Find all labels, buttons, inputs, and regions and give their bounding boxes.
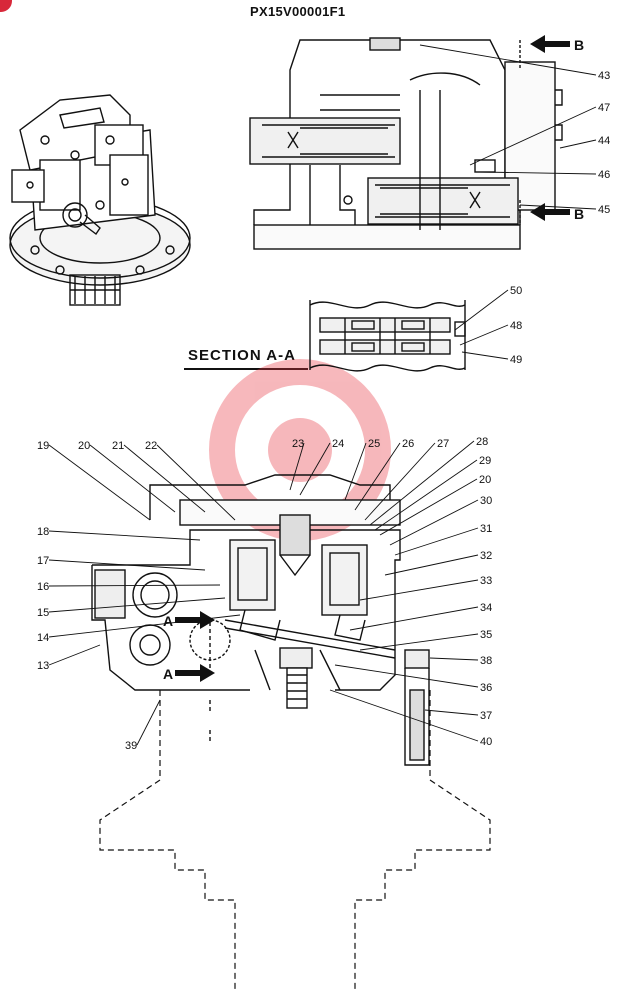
callout-label-44: 44 bbox=[598, 135, 610, 147]
callout-label-23: 23 bbox=[292, 438, 304, 450]
svg-text:B: B bbox=[574, 206, 584, 222]
callout-label-49: 49 bbox=[510, 354, 522, 366]
leader-line-36 bbox=[334, 664, 479, 688]
callout-label-18: 18 bbox=[37, 526, 49, 538]
callout-label-21: 21 bbox=[112, 440, 124, 452]
callout-label-34: 34 bbox=[480, 602, 492, 614]
leader-line-15 bbox=[48, 597, 226, 613]
top-section-view bbox=[249, 37, 563, 250]
callout-label-36: 36 bbox=[480, 682, 492, 694]
callout-label-38: 38 bbox=[480, 655, 492, 667]
leader-line-29 bbox=[374, 459, 478, 531]
callout-label-37: 37 bbox=[480, 710, 492, 722]
leader-line-26 bbox=[354, 442, 401, 511]
leader-line-46 bbox=[479, 171, 597, 175]
leader-line-31 bbox=[394, 527, 479, 556]
document-id: PX15V00001F1 bbox=[250, 4, 346, 19]
section-underline bbox=[184, 368, 308, 370]
main-cross-section bbox=[91, 474, 430, 766]
leader-lines bbox=[48, 44, 597, 746]
leader-line-47 bbox=[469, 106, 597, 166]
callout-label-40: 40 bbox=[480, 736, 492, 748]
callout-label-26: 26 bbox=[402, 438, 414, 450]
leader-line-34 bbox=[349, 606, 479, 631]
callout-label-48: 48 bbox=[510, 320, 522, 332]
callout-label-22: 22 bbox=[145, 440, 157, 452]
leader-line-16 bbox=[48, 584, 221, 587]
dashed-gearbox-outline bbox=[99, 690, 491, 990]
callout-label-45: 45 bbox=[598, 204, 610, 216]
callout-label-28: 28 bbox=[476, 436, 488, 448]
leader-line-17 bbox=[48, 559, 206, 571]
leader-line-44 bbox=[559, 139, 597, 149]
motor-isometric-view bbox=[9, 94, 191, 306]
leader-line-45 bbox=[519, 204, 597, 210]
callout-label-35: 35 bbox=[480, 629, 492, 641]
svg-text:B: B bbox=[574, 37, 584, 53]
callout-label-13: 13 bbox=[37, 660, 49, 672]
callout-label-29: 29 bbox=[479, 455, 491, 467]
leader-line-30 bbox=[389, 499, 479, 546]
leader-line-43 bbox=[419, 44, 597, 76]
leader-line-23 bbox=[289, 442, 305, 491]
callout-label-43: 43 bbox=[598, 70, 610, 82]
svg-text:A: A bbox=[163, 613, 173, 629]
callout-label-31: 31 bbox=[480, 523, 492, 535]
leader-line-19 bbox=[48, 444, 151, 521]
section-label: SECTION A-A bbox=[188, 347, 296, 364]
leader-line-38 bbox=[429, 657, 479, 661]
leader-line-22 bbox=[156, 444, 236, 521]
leader-line-14 bbox=[48, 614, 241, 638]
section-arrow-a-bottom: A bbox=[163, 664, 215, 682]
section-a-a-view bbox=[309, 300, 466, 372]
leader-line-21 bbox=[123, 444, 206, 513]
leader-line-20a bbox=[89, 444, 176, 513]
callout-label-25: 25 bbox=[368, 438, 380, 450]
leader-line-27 bbox=[364, 442, 436, 521]
callout-label-50: 50 bbox=[510, 285, 522, 297]
callout-label-14: 14 bbox=[37, 632, 49, 644]
callout-label-19: 19 bbox=[37, 440, 49, 452]
callout-label-30: 30 bbox=[480, 495, 492, 507]
leader-line-20b bbox=[379, 478, 478, 536]
leader-line-39 bbox=[136, 699, 161, 746]
callout-label-15: 15 bbox=[37, 607, 49, 619]
callout-label-33: 33 bbox=[480, 575, 492, 587]
leader-line-33 bbox=[359, 579, 479, 601]
leader-line-24 bbox=[299, 442, 331, 496]
leader-line-32 bbox=[384, 554, 479, 576]
callout-label-16: 16 bbox=[37, 581, 49, 593]
leader-line-25 bbox=[344, 442, 367, 501]
callout-label-20b: 20 bbox=[479, 474, 491, 486]
leader-line-18 bbox=[48, 530, 201, 541]
callout-label-46: 46 bbox=[598, 169, 610, 181]
callout-label-32: 32 bbox=[480, 550, 492, 562]
section-arrow-a-top: A bbox=[163, 611, 215, 629]
leader-line-13 bbox=[48, 644, 101, 666]
callout-label-17: 17 bbox=[37, 555, 49, 567]
section-arrow-b-bottom: B bbox=[530, 203, 584, 222]
leader-line-28 bbox=[369, 440, 475, 526]
leader-line-40 bbox=[329, 689, 479, 742]
leader-line-50 bbox=[454, 289, 509, 331]
callout-label-24: 24 bbox=[332, 438, 344, 450]
callout-label-39: 39 bbox=[125, 740, 137, 752]
callout-label-20a: 20 bbox=[78, 440, 90, 452]
section-arrow-b-top: B bbox=[530, 35, 584, 53]
leader-line-35 bbox=[359, 633, 479, 651]
svg-text:A: A bbox=[163, 666, 173, 682]
callout-label-47: 47 bbox=[598, 102, 610, 114]
callout-labels: 43 47 44 46 45 50 48 49 19 20 21 22 23 24 25 26 27 28 29 20… bbox=[37, 70, 610, 752]
leader-line-48 bbox=[459, 324, 509, 346]
callout-label-27: 27 bbox=[437, 438, 449, 450]
leader-line-37 bbox=[424, 709, 479, 716]
leader-line-49 bbox=[461, 351, 509, 360]
